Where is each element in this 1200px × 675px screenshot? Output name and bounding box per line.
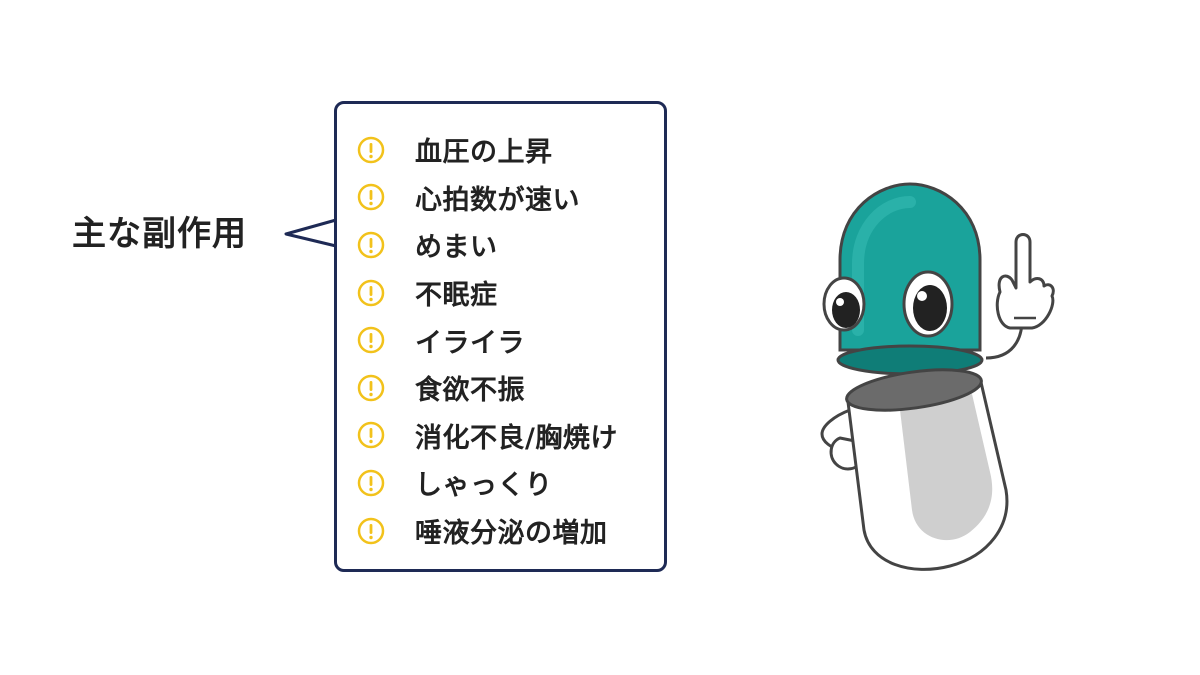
list-item: 心拍数が速い (357, 174, 618, 222)
side-effect-label: めまい (415, 232, 498, 264)
list-item: 血圧の上昇 (357, 126, 618, 174)
warning-circle-icon (357, 184, 385, 211)
side-effect-label: 唾液分泌の増加 (415, 518, 608, 550)
side-effects-list: 血圧の上昇 心拍数が速い めまい 不眠症 (357, 126, 618, 554)
list-item: イライラ (357, 316, 618, 364)
warning-circle-icon (357, 279, 385, 306)
warning-circle-icon (357, 231, 385, 259)
warning-circle-icon (357, 422, 385, 449)
mascot-teal-cap (836, 182, 984, 376)
side-effect-label: 血圧の上昇 (415, 137, 553, 169)
warning-circle-icon (357, 326, 385, 354)
mascot-capsule-body (845, 368, 1009, 571)
list-item: 唾液分泌の増加 (357, 507, 618, 555)
list-item: 消化不良/胸焼け (357, 412, 618, 460)
side-effects-heading: 主な副作用 (72, 214, 247, 254)
side-effects-callout: 血圧の上昇 心拍数が速い めまい 不眠症 (334, 101, 667, 572)
side-effect-label: イライラ (415, 327, 525, 359)
callout-pointer (284, 218, 337, 248)
side-effect-label: 不眠症 (415, 280, 498, 312)
mascot-pointing-hand (995, 233, 1055, 330)
list-item: 不眠症 (357, 269, 618, 317)
side-effect-label: 食欲不振 (415, 375, 525, 407)
mascot-eyes (822, 270, 954, 338)
warning-circle-icon (357, 469, 385, 497)
list-item: 食欲不振 (357, 364, 618, 412)
side-effect-label: 消化不良/胸焼け (415, 422, 618, 454)
warning-circle-icon (357, 374, 385, 402)
warning-circle-icon (357, 517, 385, 544)
side-effect-label: 心拍数が速い (415, 184, 580, 216)
list-item: しゃっくり (357, 459, 618, 507)
side-effect-label: しゃっくり (415, 470, 553, 502)
capsule-mascot-icon (820, 182, 1055, 571)
list-item: めまい (357, 221, 618, 269)
warning-circle-icon (357, 136, 385, 164)
